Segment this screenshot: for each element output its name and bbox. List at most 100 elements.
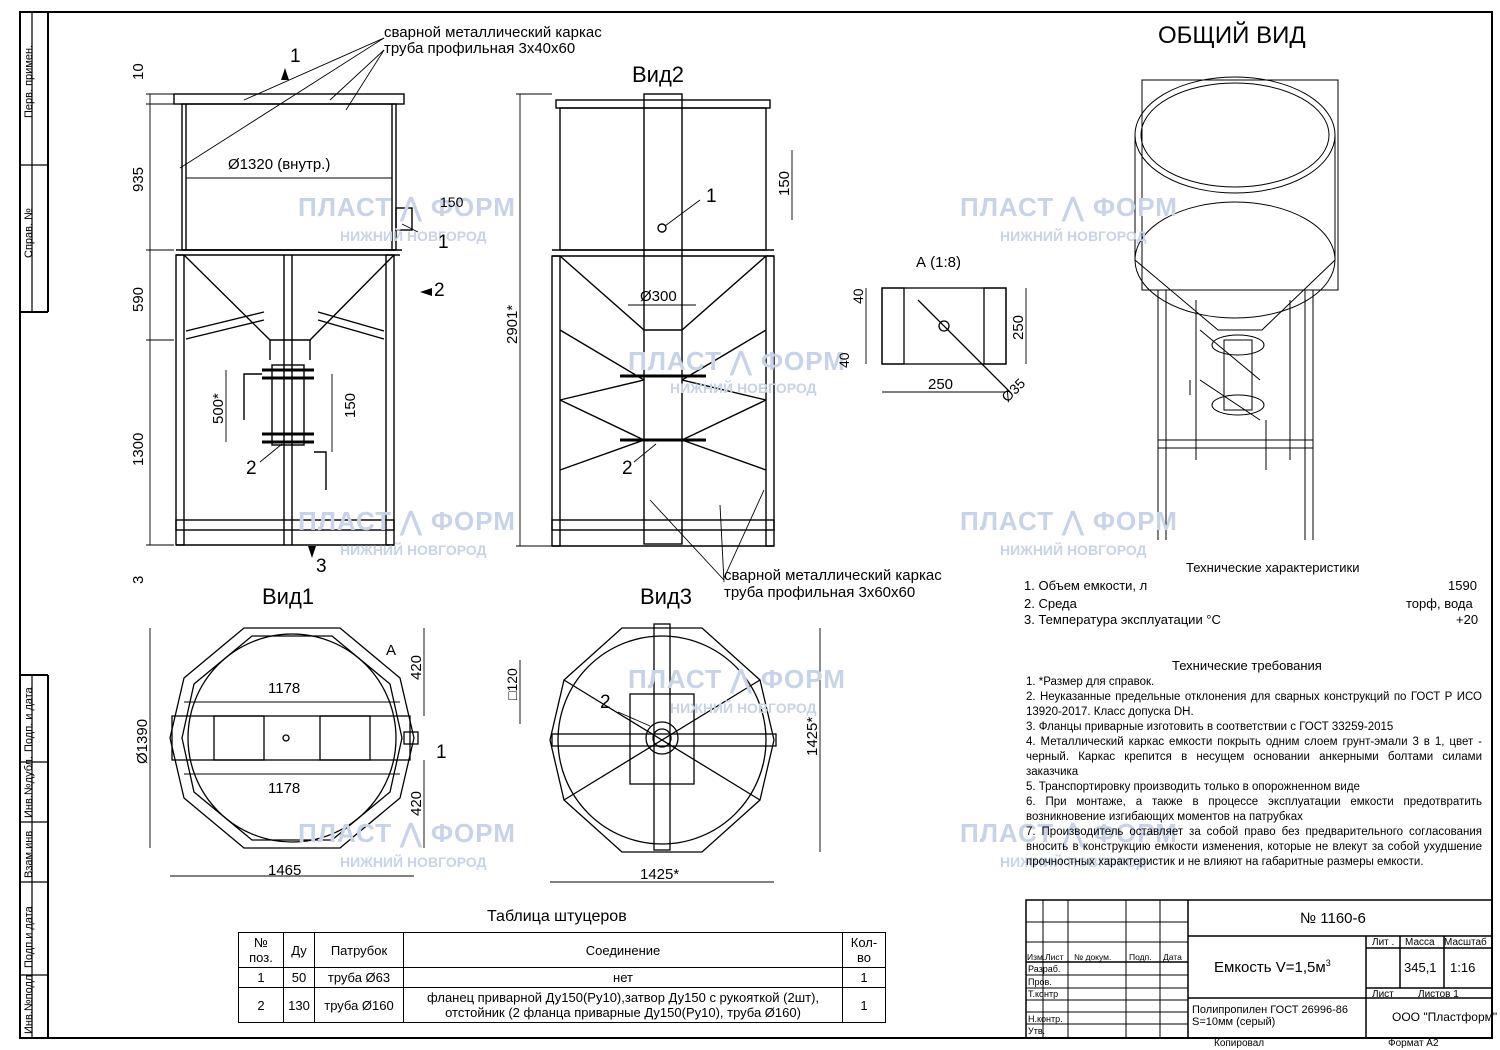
tech-req-list: 1. *Размер для справок. 2. Неуказанные п… [1026,675,1482,870]
table-cell: 1 [842,967,886,988]
tech-char-label: 1. Объем емкости, л [1024,578,1148,593]
nozzle-table-title: Таблица штуцеров [487,908,627,925]
table-header: Патрубок [314,932,404,968]
side-label: Перв. примен. [23,44,35,118]
view2 [551,93,775,547]
watermark-brand: ПЛАСТ ⋀ ФОРМ [298,818,516,848]
table-cell: фланец приварной Ду150(Ру10),затвор Ду15… [403,987,843,1023]
side-label: Инв.№подл [23,974,35,1034]
stamp-header: Лит . [1372,937,1395,948]
watermark-right: ФОРМ [430,192,516,222]
material: S=10мм (серый) [1192,1016,1276,1028]
dim: 1425* [804,716,821,756]
doc-name: Емкость V=1,5м3 [1214,958,1331,976]
watermark-city: НИЖНИЙ НОВГОРОД [1000,854,1147,870]
tech-char-value: +20 [1456,612,1479,627]
arrow-1 [281,68,289,80]
table-header: Соединение [403,932,843,968]
tech-char-value: 1590 [1448,578,1477,593]
dim: 1425* [640,866,680,883]
front-view [173,93,413,546]
dim: □120 [504,668,520,700]
material: Полипропилен ГОСТ 26996-86 [1192,1004,1349,1016]
stamp-col: Изм. [1027,952,1046,962]
marker: 1 [290,46,301,67]
dim: 1178 [268,780,301,797]
table-cell: труба Ø160 [314,987,404,1023]
marker: 2 [600,692,611,713]
table-cell: 1 [842,987,886,1023]
marker: 2 [622,458,633,479]
dim: 3 [130,575,147,584]
view1-title: Вид1 [262,584,315,609]
marker: 1 [438,232,449,253]
stamp-scale: 1:16 [1450,960,1476,975]
tech-chars-title: Технические характеристики [1186,560,1360,575]
marker: 3 [316,556,327,577]
frame-callout: труба профильная 3х40х60 [384,40,576,57]
dim: 420 [408,654,425,680]
marker: 1 [436,742,447,763]
tech-req-item: 3. Фланцы приварные изготовить в соответ… [1026,721,1394,733]
frame-callout: труба профильная 3х60х60 [724,584,916,601]
frame-callout: сварной металлический каркас [724,567,942,584]
marker: 2 [434,280,445,301]
stamp-list: Лист [1372,989,1394,1000]
frame-callout: сварной металлический каркас [384,24,602,41]
doc-number: № 1160-6 [1300,910,1366,927]
dim: Ø1320 (внутр.) [228,156,331,173]
tech-req-item: 7. Производитель оставляет за собой прав… [1026,826,1482,868]
dim: 250 [928,376,954,393]
tech-req-title: Технические требования [1172,658,1322,673]
watermark-brand: ПЛАСТ ⋀ ФОРМ [298,192,516,222]
watermark-city: НИЖНИЙ НОВГОРОД [340,854,487,870]
stamp-header: Масса [1405,937,1435,948]
dim: 500* [210,393,227,424]
view3 [549,623,777,853]
table-cell: 2 [238,987,284,1023]
general-view-title: ОБЩИЙ ВИД [1158,22,1306,49]
table-header-row: № поз. Ду Патрубок Соединение Кол-во [238,932,886,968]
dim: 420 [408,790,425,816]
title-block [1025,899,1493,1039]
nozzle-table: № поз. Ду Патрубок Соединение Кол-во 1 5… [238,932,886,1023]
general-view [1134,76,1339,540]
detail-a-title: А (1:8) [916,254,962,271]
stamp-col: Подп. [1129,952,1152,962]
side-label: Справ. № [23,208,35,258]
watermark-brand: ПЛАСТ ⋀ ФОРМ [960,818,1178,848]
dim: 250 [1010,314,1027,340]
table-cell: труба Ø63 [314,967,404,988]
tech-req-item: 1. *Размер для справок. [1026,676,1155,688]
watermark-left: ПЛАСТ [298,192,393,222]
table-cell: 50 [283,967,315,988]
marker: 1 [706,186,717,207]
view1 [169,627,419,849]
watermark-city: НИЖНИЙ НОВГОРОД [670,380,817,396]
dim: 150 [342,392,359,418]
watermark-city: НИЖНИЙ НОВГОРОД [1000,542,1147,558]
dim: 40 [836,352,852,368]
tech-char-value: торф, вода [1406,596,1473,611]
watermark-city: НИЖНИЙ НОВГОРОД [340,228,487,244]
detail-a [881,287,1011,393]
arrow-3 [308,546,316,558]
watermark-city: НИЖНИЙ НОВГОРОД [670,700,817,716]
watermark-city: НИЖНИЙ НОВГОРОД [1000,228,1147,244]
watermark-brand: ПЛАСТ ⋀ ФОРМ [960,192,1178,222]
dim: Ø300 [640,288,677,305]
stamp-role: Утв. [1028,1026,1046,1036]
table-row: 2 130 труба Ø160 фланец приварной Ду150(… [238,987,886,1023]
stamp-mass: 345,1 [1404,960,1437,975]
dim: 150 [440,194,464,210]
dim: Ø1390 [134,718,151,764]
table-row: 1 50 труба Ø63 нет 1 [238,967,886,988]
watermark-brand: ПЛАСТ ⋀ ФОРМ [628,346,846,376]
dim: 590 [130,286,147,312]
stamp-role: Н.контр. [1028,1014,1063,1024]
table-header: Ду [283,932,315,968]
stamp-role: Т.контр [1028,989,1059,999]
side-label: Подп. и дата [23,687,35,752]
dim: 2901* [504,304,521,344]
dim: 150 [776,170,793,196]
